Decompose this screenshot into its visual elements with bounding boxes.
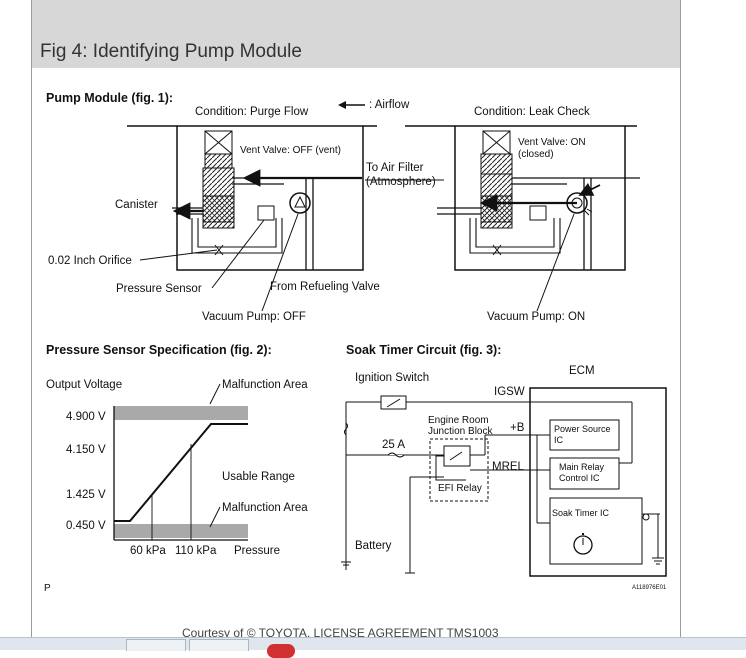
plus-b-label: +B (510, 422, 525, 434)
pump-module-left (127, 125, 377, 271)
soak-timer-circuit (341, 387, 667, 577)
sensor-graph (113, 406, 248, 541)
ignition-switch-label: Ignition Switch (355, 372, 429, 384)
courtesy-text: Courtesy of © TOYOTA, LICENSE AGREEMENT … (182, 626, 499, 637)
mrel-label: MREL (492, 461, 525, 473)
y-tick-4150: 4.150 V (66, 444, 106, 456)
fig1-left-condition: Condition: Purge Flow (195, 106, 309, 118)
fig3-heading: Soak Timer Circuit (fig. 3): (346, 343, 501, 357)
power-source-label-2: IC (554, 435, 564, 445)
x-tick-110: 110 kPa (175, 545, 217, 557)
fig1-heading: Pump Module (fig. 1): (46, 91, 173, 105)
main-relay-label: Main Relay (559, 462, 605, 472)
orifice-label: 0.02 Inch Orifice (48, 255, 132, 267)
battery-label: Battery (355, 540, 392, 552)
pump-module-diagram: Pump Module (fig. 1): Condition: Purge F… (44, 91, 667, 594)
usable-range-label: Usable Range (222, 471, 295, 483)
figure-title: Fig 4: Identifying Pump Module (40, 41, 302, 62)
malfunction-top-label: Malfunction Area (222, 379, 308, 391)
pressure-sensor-label: Pressure Sensor (116, 283, 202, 295)
taskbar-button-2[interactable] (189, 639, 249, 651)
right-vacuum-pump-label: Vacuum Pump: ON (487, 311, 585, 323)
left-vent-valve-label: Vent Valve: OFF (vent) (240, 145, 341, 156)
x-axis-label: Pressure (234, 545, 280, 557)
refueling-valve-label: From Refueling Valve (270, 281, 380, 293)
right-vent-valve-label: Vent Valve: ON (518, 137, 586, 148)
fig2-heading: Pressure Sensor Specification (fig. 2): (46, 343, 272, 357)
x-tick-60: 60 kPa (130, 545, 166, 557)
soak-timer-label: Soak Timer IC (552, 508, 610, 518)
junction-block-label: Engine Room (428, 415, 489, 426)
to-air-filter-label: To Air Filter (366, 162, 424, 174)
app-icon (267, 644, 295, 658)
airflow-legend-arrow (338, 101, 365, 109)
left-vacuum-pump-label: Vacuum Pump: OFF (202, 311, 306, 323)
taskbar (0, 637, 746, 658)
junction-block-label-2: Junction Block (428, 426, 493, 437)
main-relay-label-2: Control IC (559, 473, 600, 483)
malfunction-bottom-label: Malfunction Area (222, 502, 308, 514)
page-marker: P (44, 583, 51, 594)
y-tick-0450: 0.450 V (66, 520, 106, 532)
ecm-label: ECM (569, 365, 595, 377)
y-tick-1425: 1.425 V (66, 489, 106, 501)
efi-relay-label: EFI Relay (438, 483, 482, 494)
airflow-legend: : Airflow (369, 99, 410, 111)
fig1-right-condition: Condition: Leak Check (474, 106, 590, 118)
canister-label: Canister (115, 199, 158, 211)
title-bar: Fig 4: Identifying Pump Module (32, 0, 680, 68)
fuse-label: 25 A (382, 439, 405, 451)
y-tick-4900: 4.900 V (66, 411, 106, 423)
igsw-label: IGSW (494, 386, 525, 398)
to-air-filter-label-2: (Atmosphere) (366, 176, 436, 188)
taskbar-button[interactable] (126, 639, 295, 658)
right-vent-valve-label-2: (closed) (518, 149, 554, 160)
pump-module-right (405, 125, 640, 271)
document-window: Fig 4: Identifying Pump Module Pump Modu… (31, 0, 681, 637)
output-voltage-label: Output Voltage (46, 379, 122, 391)
power-source-label: Power Source (554, 424, 611, 434)
doc-code: A118976E01 (632, 585, 667, 591)
